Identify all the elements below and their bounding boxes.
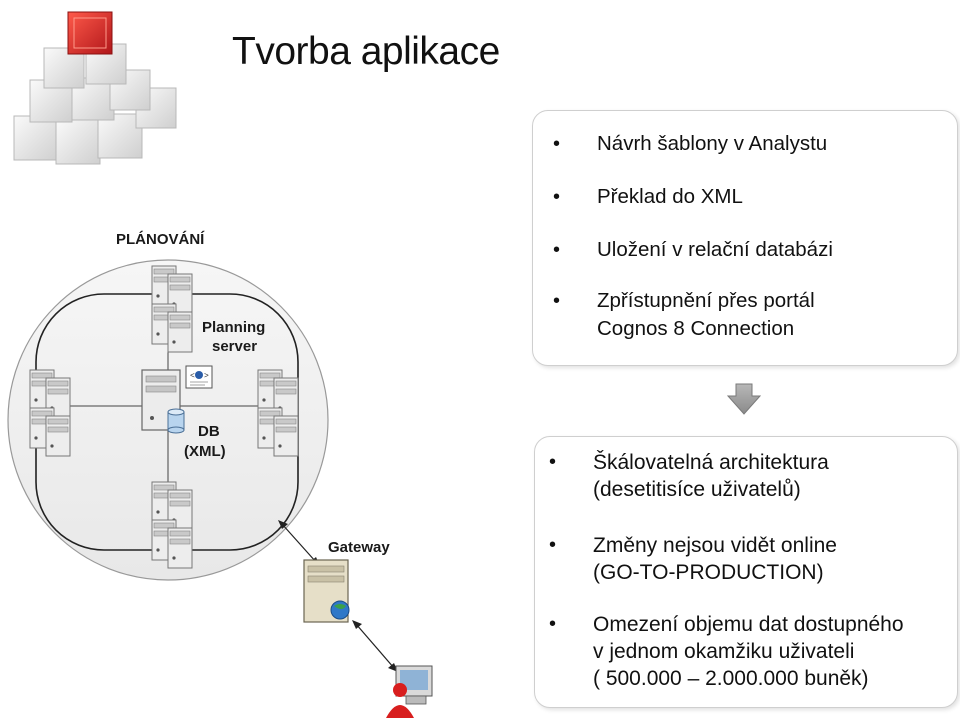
list-item-line: (GO-TO-PRODUCTION) bbox=[593, 561, 824, 584]
list-item-line: Škálovatelná architektura bbox=[593, 451, 829, 474]
list-item: Škálovatelná architektura (desetitisíce … bbox=[549, 449, 943, 503]
planning-server-label: Planning bbox=[202, 319, 265, 336]
user-computer-icon bbox=[386, 665, 433, 718]
workflow-box: Návrh šablony v Analystu Překlad do XML … bbox=[532, 110, 958, 366]
svg-text:<: < bbox=[190, 372, 195, 381]
server-rack-left bbox=[30, 370, 70, 456]
list-item-line: Omezení objemu dat dostupného bbox=[593, 613, 904, 636]
list-item: Změny nejsou vidět online (GO-TO-PRODUCT… bbox=[549, 532, 943, 586]
list-item-line: Změny nejsou vidět online bbox=[593, 534, 837, 557]
architecture-diagram: PLÁNOVÁNÍ < > Planning server DB (XML) G… bbox=[7, 231, 433, 718]
server-rack-bottom bbox=[152, 482, 192, 568]
list-item: Překlad do XML bbox=[553, 183, 743, 211]
list-item-line: v jednom okamžiku uživateli bbox=[593, 640, 855, 663]
xml-document-icon: < > bbox=[185, 365, 213, 389]
glass-blocks-logo bbox=[13, 11, 177, 165]
server-rack-top bbox=[152, 266, 192, 352]
properties-box: Škálovatelná architektura (desetitisíce … bbox=[534, 436, 958, 708]
page-title: Tvorba aplikace bbox=[232, 30, 500, 73]
svg-text:>: > bbox=[204, 372, 209, 381]
database-icon bbox=[167, 408, 185, 434]
list-item: Zpřístupnění přes portál Cognos 8 Connec… bbox=[553, 287, 917, 343]
list-item-line: Cognos 8 Connection bbox=[597, 317, 795, 340]
db-label: DB bbox=[198, 423, 220, 440]
server-rack-right bbox=[258, 370, 298, 456]
list-item: Omezení objemu dat dostupného v jednom o… bbox=[549, 611, 943, 692]
planning-server-label-2: server bbox=[212, 338, 257, 355]
list-item-line: ( 500.000 – 2.000.000 buněk) bbox=[593, 667, 869, 690]
list-item: Uložení v relační databázi bbox=[553, 236, 833, 264]
list-item-line: Zpřístupnění přes portál bbox=[597, 289, 815, 312]
gateway-server bbox=[303, 559, 350, 623]
list-item-line: (desetitisíce uživatelů) bbox=[593, 478, 801, 501]
down-arrow-icon bbox=[726, 383, 762, 415]
diagram-heading: PLÁNOVÁNÍ bbox=[116, 231, 205, 248]
list-item: Návrh šablony v Analystu bbox=[553, 130, 827, 158]
db-xml-label: (XML) bbox=[184, 443, 226, 460]
gateway-label: Gateway bbox=[328, 539, 390, 556]
